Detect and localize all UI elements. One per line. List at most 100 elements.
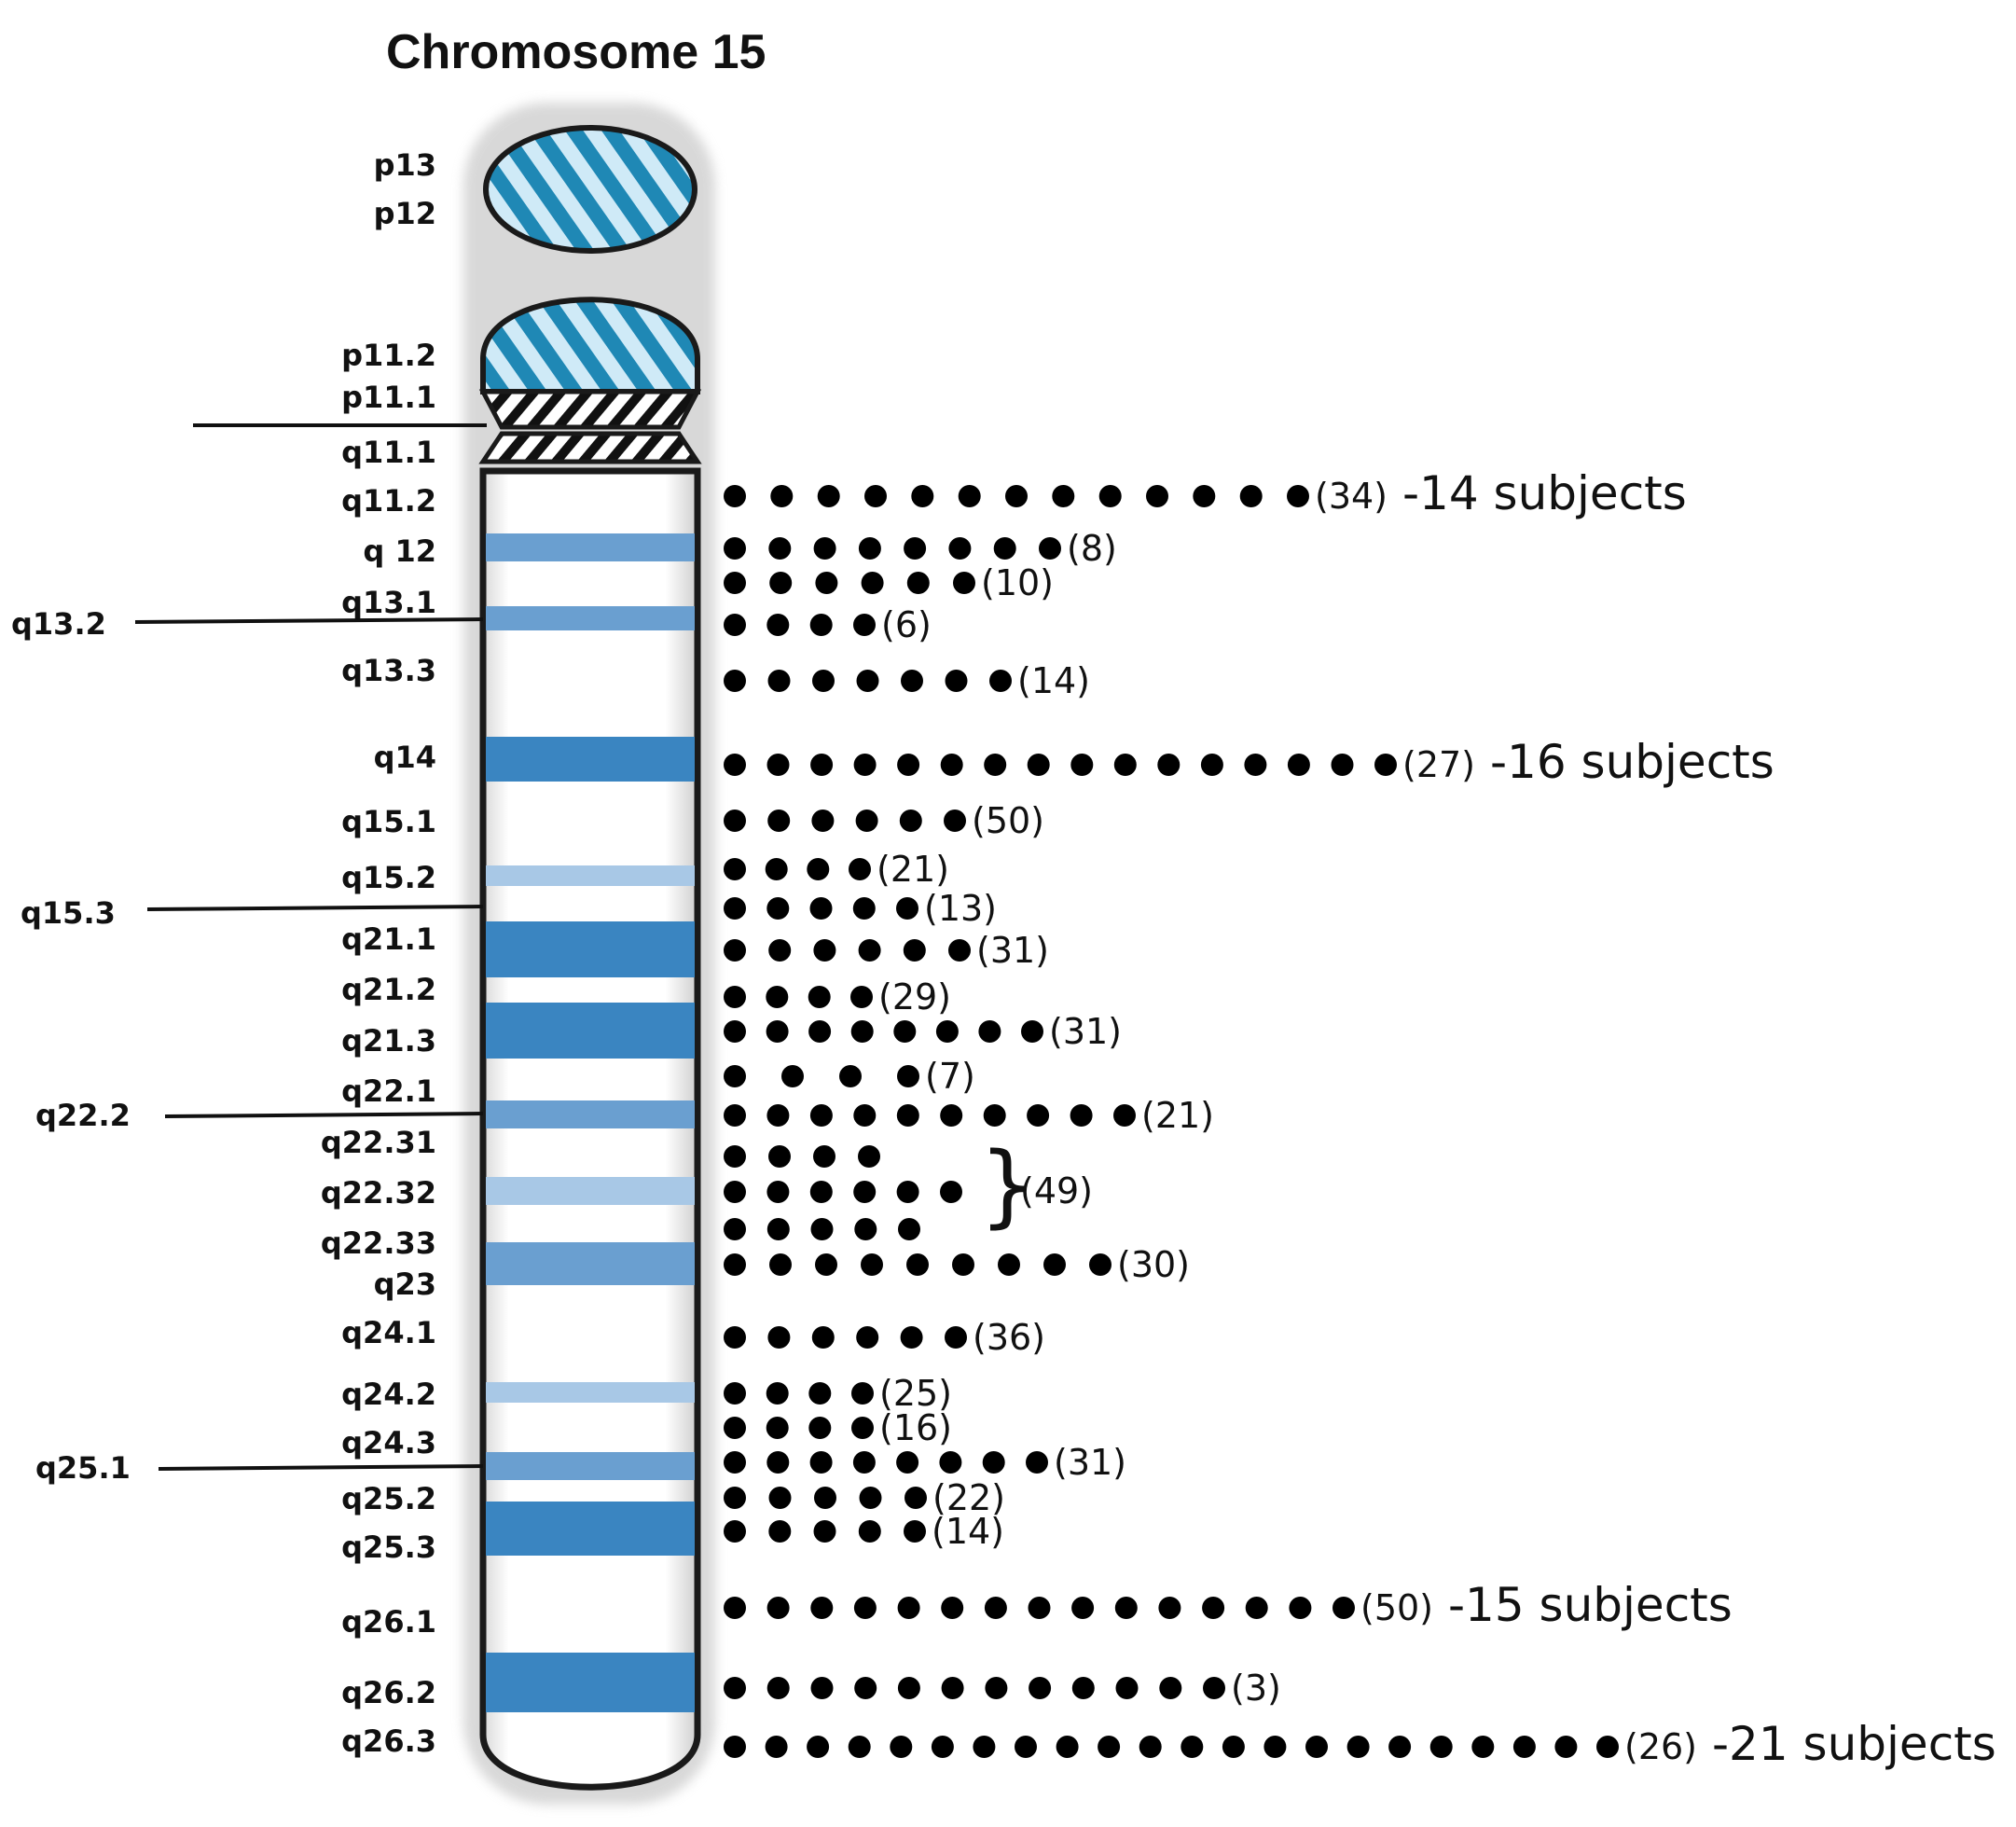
breakpoint-dot: [809, 1181, 833, 1203]
breakpoint-dot: [724, 1181, 746, 1203]
breakpoint-dot: [1089, 1253, 1112, 1276]
breakpoint-dot: [851, 1417, 874, 1439]
breakpoint-dot: [911, 485, 934, 507]
chromosome-band: [486, 1003, 695, 1059]
breakpoint-row: (13): [724, 888, 997, 929]
breakpoint-dot: [724, 858, 746, 880]
breakpoint-dot: [858, 939, 881, 962]
breakpoint-dot: [813, 1520, 836, 1543]
breakpoint-dot: [945, 1326, 967, 1349]
breakpoint-dot: [896, 1451, 919, 1474]
breakpoint-dot: [897, 1677, 920, 1699]
breakpoint-dot: [904, 1487, 927, 1509]
breakpoint-row: (25): [724, 1373, 952, 1414]
breakpoint-dot: [856, 670, 879, 692]
breakpoint-dot: [859, 1487, 882, 1509]
chromosome-band: [486, 1100, 695, 1128]
band-label-p13: p13: [374, 147, 436, 183]
breakpoint-dot: [901, 670, 923, 692]
breakpoint-dot: [903, 939, 926, 962]
band-label-q-12: q 12: [363, 533, 436, 569]
band-label-q15-1: q15.1: [341, 804, 436, 839]
breakpoint-dot: [1203, 1677, 1225, 1699]
breakpoint-dot: [810, 1218, 834, 1240]
breakpoint-count: (14): [1017, 660, 1090, 701]
band-label-q21-2: q21.2: [341, 972, 436, 1007]
breakpoint-dot: [724, 1451, 746, 1474]
breakpoint-dot: [952, 1253, 974, 1276]
breakpoint-row: (36): [724, 1317, 1045, 1358]
breakpoint-count: (3): [1231, 1668, 1281, 1709]
breakpoint-dot: [853, 1181, 877, 1203]
band-label-q24-3: q24.3: [341, 1425, 436, 1460]
band-label-q25-3: q25.3: [341, 1529, 436, 1565]
breakpoint-dot: [724, 1020, 746, 1043]
band-label-q11-1: q11.1: [341, 435, 436, 470]
breakpoint-dot: [858, 1520, 881, 1543]
breakpoint-row: (14): [724, 1511, 1004, 1552]
breakpoint-dot: [893, 1020, 917, 1043]
breakpoint-dot: [896, 1104, 919, 1127]
breakpoint-row: (50): [724, 800, 1044, 841]
breakpoint-row: [724, 1218, 920, 1240]
breakpoint-row: (16): [724, 1407, 952, 1448]
breakpoint-dot: [940, 1104, 963, 1127]
breakpoint-dot: [1346, 1736, 1370, 1758]
band-label-q26-3: q26.3: [341, 1723, 436, 1759]
breakpoint-dot: [768, 537, 792, 560]
breakpoint-dot: [768, 1145, 791, 1168]
breakpoint-dot: [765, 858, 788, 880]
breakpoint-dot: [724, 1326, 746, 1349]
breakpoint-dot: [904, 537, 927, 560]
breakpoint-dot: [724, 1677, 746, 1699]
breakpoint-dot: [982, 1451, 1005, 1474]
breakpoint-dot: [724, 537, 746, 560]
breakpoint-dot: [724, 986, 746, 1008]
breakpoint-dot: [767, 670, 791, 692]
breakpoint-dot: [808, 1382, 832, 1405]
breakpoint-dot: [890, 1736, 913, 1758]
breakpoint-dot: [1115, 1677, 1139, 1699]
breakpoint-dot: [945, 670, 968, 692]
breakpoint-dot: [766, 1181, 790, 1203]
breakpoint-dot: [850, 1020, 874, 1043]
breakpoint-dot: [781, 1065, 804, 1087]
breakpoint-dot: [906, 572, 930, 594]
breakpoint-dot: [896, 897, 918, 920]
breakpoint-dot: [808, 1417, 832, 1439]
breakpoint-dot: [765, 1736, 788, 1758]
breakpoint-dot: [1070, 754, 1094, 776]
breakpoint-dot: [815, 1253, 837, 1276]
breakpoint-dot: [1043, 1253, 1066, 1276]
breakpoint-dot: [807, 858, 830, 880]
breakpoint-dot: [766, 1218, 790, 1240]
breakpoint-dot: [852, 897, 876, 920]
breakpoint-dot: [724, 1520, 746, 1543]
breakpoint-dot: [809, 1104, 833, 1127]
band-label-q24-2: q24.2: [341, 1377, 436, 1412]
breakpoint-dot: [1139, 1736, 1162, 1758]
breakpoint-row: (30): [724, 1244, 1190, 1285]
breakpoint-dot: [861, 1253, 883, 1276]
breakpoint-dot: [724, 1736, 746, 1758]
subjects-label: -16 subjects: [1490, 735, 1774, 789]
breakpoint-row: (3): [724, 1668, 1281, 1709]
breakpoint-dot: [724, 754, 746, 776]
breakpoint-dot: [814, 1487, 836, 1509]
breakpoint-dot: [984, 754, 1007, 776]
breakpoint-dot: [807, 1736, 830, 1758]
breakpoint-dot: [1554, 1736, 1578, 1758]
breakpoint-row: (50)-15 subjects: [724, 1578, 1733, 1632]
breakpoint-dot: [1331, 754, 1354, 776]
breakpoint-row: (21): [724, 1095, 1214, 1136]
breakpoint-dot: [770, 485, 794, 507]
breakpoint-dot: [985, 1677, 1008, 1699]
breakpoint-dot: [853, 754, 877, 776]
breakpoint-dot: [855, 810, 878, 832]
breakpoint-dot: [948, 939, 971, 962]
breakpoint-count: (13): [924, 888, 997, 929]
chromosome-band: [486, 1452, 695, 1480]
breakpoint-dot: [1113, 754, 1137, 776]
breakpoint-dot: [899, 810, 922, 832]
breakpoint-dot: [1159, 1677, 1182, 1699]
